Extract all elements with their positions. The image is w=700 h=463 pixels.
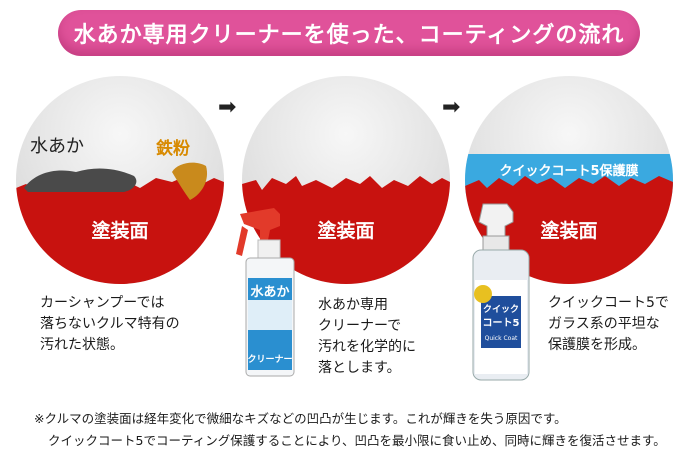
water-stain-mark [24, 168, 137, 192]
caption-line: クリーナーで [318, 318, 402, 334]
arrow-right-icon: ➡ [218, 95, 237, 120]
caption-line: 落とします。 [318, 360, 401, 376]
stage-before: 水あか 鉄粉 塗装面 [16, 76, 224, 284]
title-banner: 水あか専用クリーナーを使った、コーティングの流れ [58, 10, 640, 56]
paint-surface-label: 塗装面 [540, 220, 598, 242]
caption-line: カーシャンプーでは [40, 295, 165, 311]
coat-label-small: Quick Coat [485, 335, 518, 342]
caption-line: 保護膜を形成。 [548, 337, 646, 353]
water-stain-label: 水あか [30, 136, 84, 157]
caption-line: 落ちないクルマ特有の [40, 316, 180, 332]
cleaner-label-bottom: クリーナー [247, 354, 292, 365]
iron-powder-label: 鉄粉 [156, 139, 190, 159]
cleaner-label-top: 水あか [250, 284, 289, 300]
paint-layer-dirty [16, 162, 224, 284]
coat-label-top: クイック [483, 304, 519, 315]
cleaner-bottle-image: 水あか クリーナー [234, 200, 316, 378]
arrow-right-icon: ➡ [442, 95, 461, 120]
paint-surface-label: 塗装面 [91, 220, 149, 242]
caption-line: ガラス系の平坦な [548, 316, 660, 332]
quick-coat-bottle-image: クイック コート5 Quick Coat [465, 200, 539, 384]
footnote-line-2: クイックコート5でコーティング保護することにより、凹凸を最小限に食い止め、同時に… [48, 433, 666, 448]
paint-layer-cleaned [242, 176, 450, 284]
caption-stage-1: カーシャンプーでは 落ちないクルマ特有の 汚れた状態。 [40, 293, 180, 356]
caption-line: 汚れた状態。 [40, 337, 124, 353]
caption-stage-2: 水あか専用 クリーナーで 汚れを化学的に 落とします。 [318, 295, 416, 379]
caption-stage-3: クイックコート5で ガラス系の平坦な 保護膜を形成。 [548, 293, 669, 356]
coat-label-mid: コート5 [483, 317, 520, 329]
protective-film-label: クイックコート5保護膜 [499, 164, 639, 179]
footnote-line-1: ※クルマの塗装面は経年変化で微細なキズなどの凹凸が生じます。これが輝きを失う原因… [34, 411, 567, 426]
caption-line: 水あか専用 [318, 297, 388, 313]
banner-title: 水あか専用クリーナーを使った、コーティングの流れ [73, 23, 625, 48]
caption-line: クイックコート5で [548, 295, 669, 311]
caption-line: 汚れを化学的に [318, 339, 416, 355]
iron-powder-mark [172, 162, 208, 200]
paint-surface-label: 塗装面 [317, 220, 375, 242]
